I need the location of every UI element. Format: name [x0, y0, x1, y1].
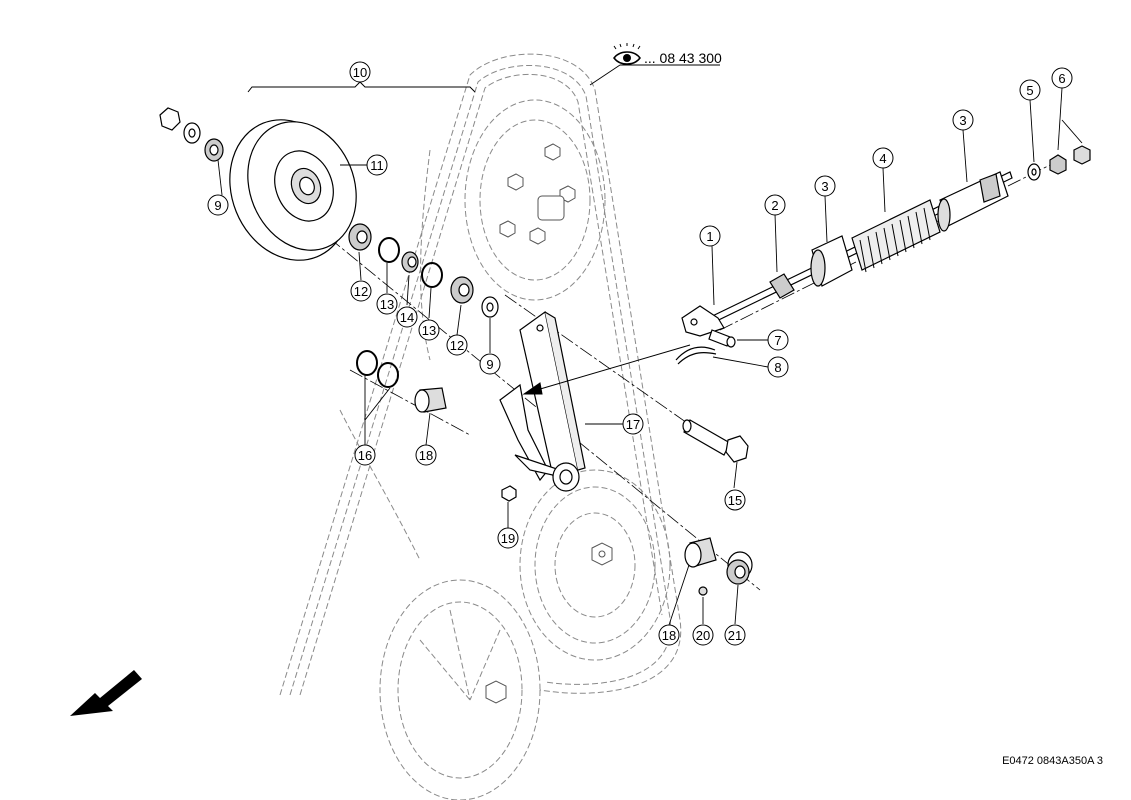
reference-label: ... 08 43 300 — [644, 50, 722, 66]
callout-18a: 18 — [419, 448, 433, 463]
callout-19: 19 — [501, 531, 515, 546]
callout-11: 11 — [370, 158, 384, 173]
leader-lines — [217, 64, 1083, 626]
callout-9b: 9 — [486, 357, 493, 372]
callout-15: 15 — [728, 493, 742, 508]
callout-13b: 13 — [422, 323, 436, 338]
callout-3b: 3 — [959, 113, 966, 128]
callout-2: 2 — [771, 198, 778, 213]
bearing-stack — [348, 223, 499, 318]
hub-bolts — [485, 143, 613, 704]
tension-arm — [499, 310, 586, 492]
rings-and-bushing-left — [356, 350, 447, 413]
callout-6: 6 — [1058, 71, 1065, 86]
callout-20: 20 — [696, 628, 710, 643]
callout-1: 1 — [706, 229, 713, 244]
callout-7: 7 — [774, 333, 781, 348]
callout-9a: 9 — [214, 198, 221, 213]
callout-3a: 3 — [821, 179, 828, 194]
pulley-nut-and-washers — [159, 107, 224, 162]
travel-direction-arrow-icon — [70, 670, 142, 716]
callout-circles — [207, 61, 1073, 646]
callout-5: 5 — [1026, 83, 1033, 98]
callout-labels: 1 2 3 3 4 5 6 7 8 9 9 10 11 12 12 13 13 … — [214, 65, 1065, 643]
callout-14: 14 — [400, 310, 414, 325]
idler-pulley — [229, 119, 357, 261]
belt-drive-background — [279, 53, 682, 800]
callout-10: 10 — [353, 65, 367, 80]
assembly-arrow — [522, 344, 691, 395]
callout-13a: 13 — [380, 297, 394, 312]
callout-8: 8 — [774, 360, 781, 375]
callout-17: 17 — [626, 417, 640, 432]
callout-18b: 18 — [662, 628, 676, 643]
spring-rod-assembly — [681, 145, 1091, 337]
spring-coils — [859, 207, 931, 273]
callout-21: 21 — [728, 628, 742, 643]
callout-12b: 12 — [450, 338, 464, 353]
lower-bushing-set — [684, 537, 753, 596]
clevis-pin-and-split-pin — [675, 329, 736, 365]
eye-icon — [613, 43, 641, 65]
group-bracket-10 — [247, 81, 476, 93]
callout-12a: 12 — [354, 284, 368, 299]
bolt-15 — [682, 419, 749, 463]
grease-nipple-19 — [501, 485, 517, 502]
figure-code: E0472 0843A350A 3 — [1002, 755, 1103, 767]
callout-16: 16 — [358, 448, 372, 463]
callout-4: 4 — [879, 151, 886, 166]
